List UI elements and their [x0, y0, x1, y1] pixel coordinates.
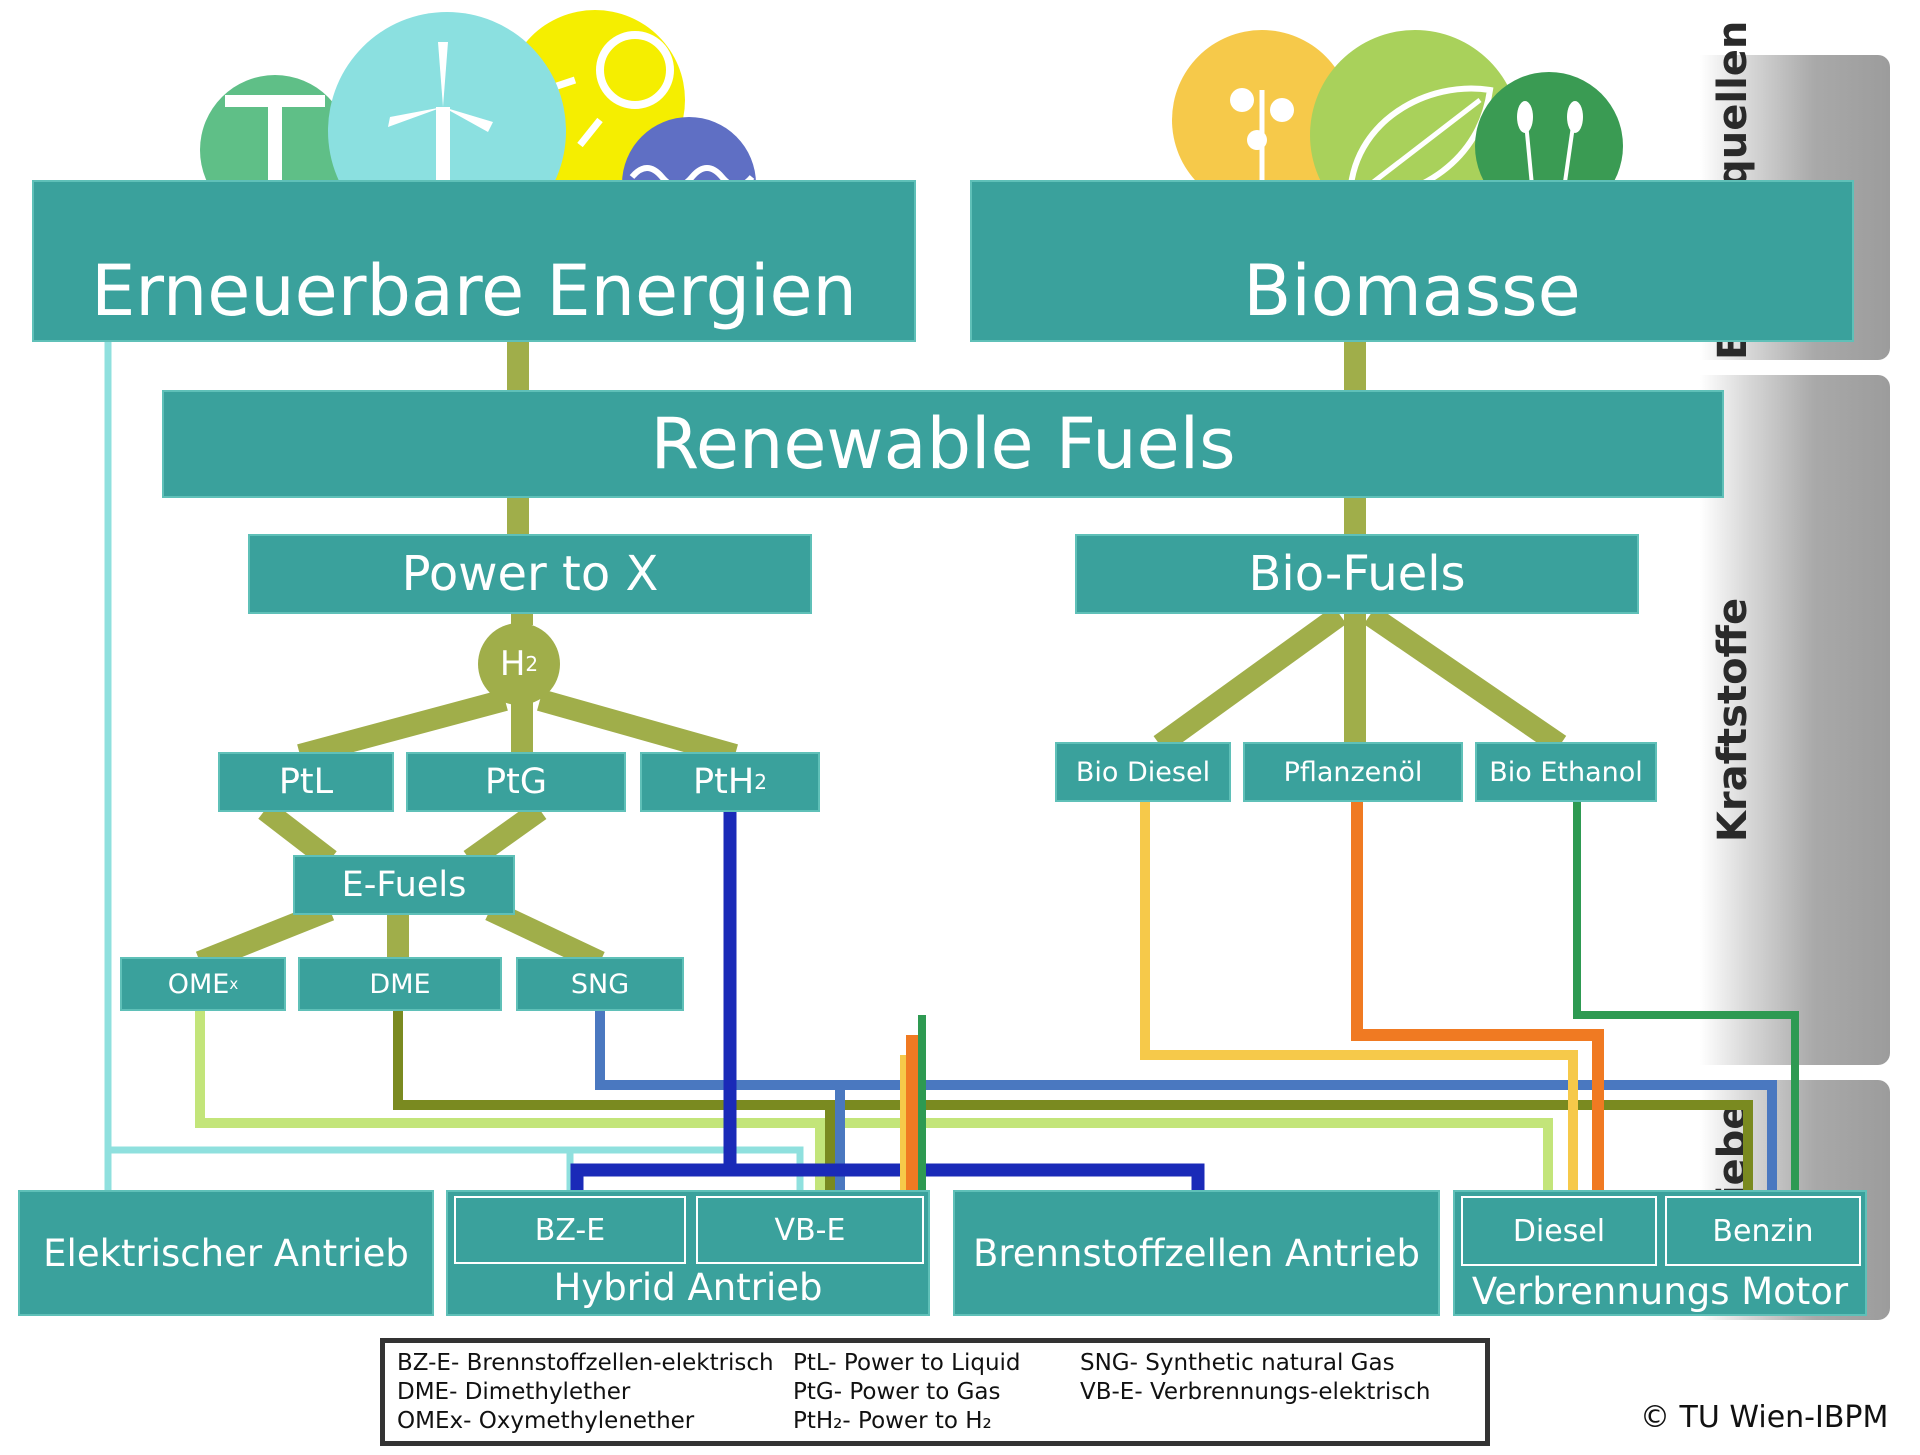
renewable-fuels-box: Renewable Fuels: [162, 390, 1724, 498]
legend-pth2: PtH₂- Power to H₂: [793, 1408, 992, 1434]
electric-drive-box: Elektrischer Antrieb: [18, 1190, 434, 1316]
line-omex-to-diesel: [195, 1010, 1553, 1195]
line-h2-to-ptl: [297, 689, 508, 766]
line-ptl-to-efuels: [258, 801, 337, 869]
omex-subscript: x: [229, 975, 239, 993]
line-pth2-to-fuelcell: [723, 810, 1205, 1195]
line-efuels-to-omex: [195, 899, 335, 973]
power-to-x-box: Power to X: [248, 534, 812, 614]
ptl-box: PtL: [218, 752, 394, 812]
bio-fuels-box: Bio-Fuels: [1075, 534, 1639, 614]
combustion-engine-box: Diesel Benzin Verbrennungs Motor: [1453, 1190, 1867, 1316]
legend-col-1: BZ-E- Brennstoffzellen-elektrisch DME- D…: [397, 1349, 774, 1436]
benzin-box: Benzin: [1665, 1196, 1861, 1266]
combustion-engine-label: Verbrennungs Motor: [1471, 1270, 1849, 1313]
legend-bze: BZ-E- Brennstoffzellen-elektrisch: [397, 1350, 774, 1376]
hybrid-vbe-box: VB-E: [696, 1196, 924, 1264]
line-bioethanol-to-benzin: [1573, 800, 1799, 1195]
legend-ptg: PtG- Power to Gas: [793, 1379, 1001, 1405]
dme-box: DME: [298, 957, 502, 1011]
renewable-energies-box: Erneuerbare Energien: [32, 180, 916, 342]
line-biofuels-to-bioethanol: [1363, 605, 1567, 755]
legend-omex: OMEx- Oxymethylenether: [397, 1408, 695, 1434]
line-efuels-to-sng: [485, 900, 605, 972]
ptg-box: PtG: [406, 752, 626, 812]
bio-diesel-box: Bio Diesel: [1055, 742, 1231, 802]
line-h2-to-pth2: [537, 689, 738, 766]
legend-col-3: SNG- Synthetic natural Gas VB-E- Verbren…: [1080, 1349, 1430, 1407]
line-pflanzenoel-to-diesel: [1351, 800, 1604, 1195]
legend-sng: SNG- Synthetic natural Gas: [1080, 1350, 1395, 1376]
biomass-box: Biomasse: [970, 180, 1854, 342]
line-ptg-to-efuels: [463, 801, 547, 869]
line-dme-to-benzin: [393, 1010, 1753, 1195]
efuels-box: E-Fuels: [293, 855, 515, 915]
hybrid-bze-box: BZ-E: [454, 1196, 686, 1264]
legend-dme: DME- Dimethylether: [397, 1379, 631, 1405]
omex-label: OME: [167, 968, 230, 1000]
legend-col-2: PtL- Power to Liquid PtG- Power to Gas P…: [793, 1349, 1021, 1436]
pth2-label: PtH: [693, 762, 755, 802]
pth2-subscript: 2: [754, 770, 767, 794]
line-sng-to-benzin: [595, 1010, 1777, 1195]
line-biodiesel-to-diesel: [1140, 800, 1578, 1195]
h2-label: H: [499, 644, 526, 684]
sng-box: SNG: [516, 957, 684, 1011]
line-renewable-to-hybrid-a: [108, 1146, 574, 1195]
pflanzenoel-box: Pflanzenöl: [1243, 742, 1463, 802]
side-band-fuels: [1700, 375, 1890, 1065]
legend-ptl: PtL- Power to Liquid: [793, 1350, 1021, 1376]
fuelcell-drive-box: Brennstoffzellen Antrieb: [953, 1190, 1440, 1316]
legend-vbe: VB-E- Verbrennungs-elektrisch: [1080, 1379, 1431, 1405]
bio-ethanol-box: Bio Ethanol: [1475, 742, 1657, 802]
h2-subscript: 2: [525, 652, 539, 676]
abbreviation-legend: BZ-E- Brennstoffzellen-elektrisch DME- D…: [380, 1338, 1490, 1446]
diesel-box: Diesel: [1461, 1196, 1657, 1266]
line-pth2-to-bze: [570, 1163, 730, 1195]
line-biofuels-to-biodiesel: [1153, 606, 1347, 754]
hybrid-drive-label: Hybrid Antrieb: [553, 1266, 823, 1309]
line-renewable-to-hybrid-b: [108, 1146, 804, 1195]
copyright-notice: © TU Wien-IBPM: [1640, 1400, 1889, 1435]
hybrid-drive-box: BZ-E VB-E Hybrid Antrieb: [446, 1190, 930, 1316]
